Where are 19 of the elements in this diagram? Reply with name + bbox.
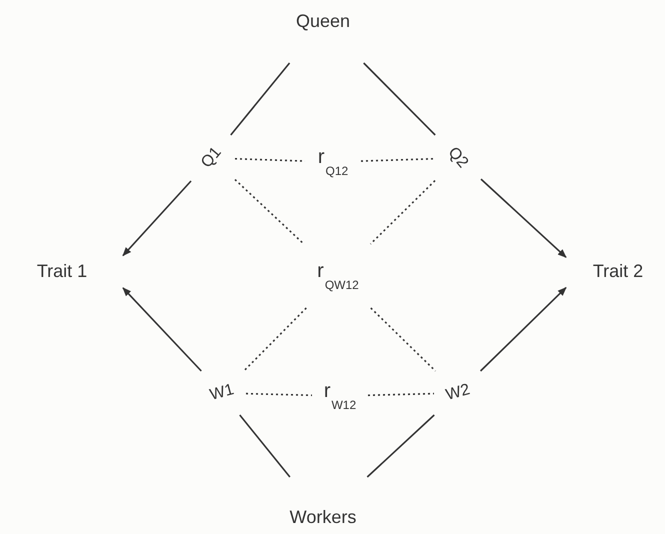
arrow (122, 287, 202, 372)
node-label: Q1 (198, 144, 226, 172)
node-label: Trait 2 (592, 262, 644, 282)
node-label: Trait 1 (36, 262, 88, 282)
arrow (122, 180, 192, 256)
node-label: Queen (296, 12, 350, 32)
dotted-line (243, 307, 307, 372)
arrow (480, 286, 567, 372)
node-label: Q2 (444, 144, 472, 172)
arrow (480, 178, 567, 258)
node-label: Workers (290, 508, 356, 528)
dotted-line (360, 158, 436, 162)
node-label: W1 (208, 381, 236, 405)
dotted-line (370, 307, 436, 372)
dotted-line (234, 178, 304, 245)
dotted-line (246, 392, 312, 396)
dotted-line (370, 180, 436, 245)
node-label: W2 (444, 381, 472, 405)
dotted-line (368, 392, 434, 396)
